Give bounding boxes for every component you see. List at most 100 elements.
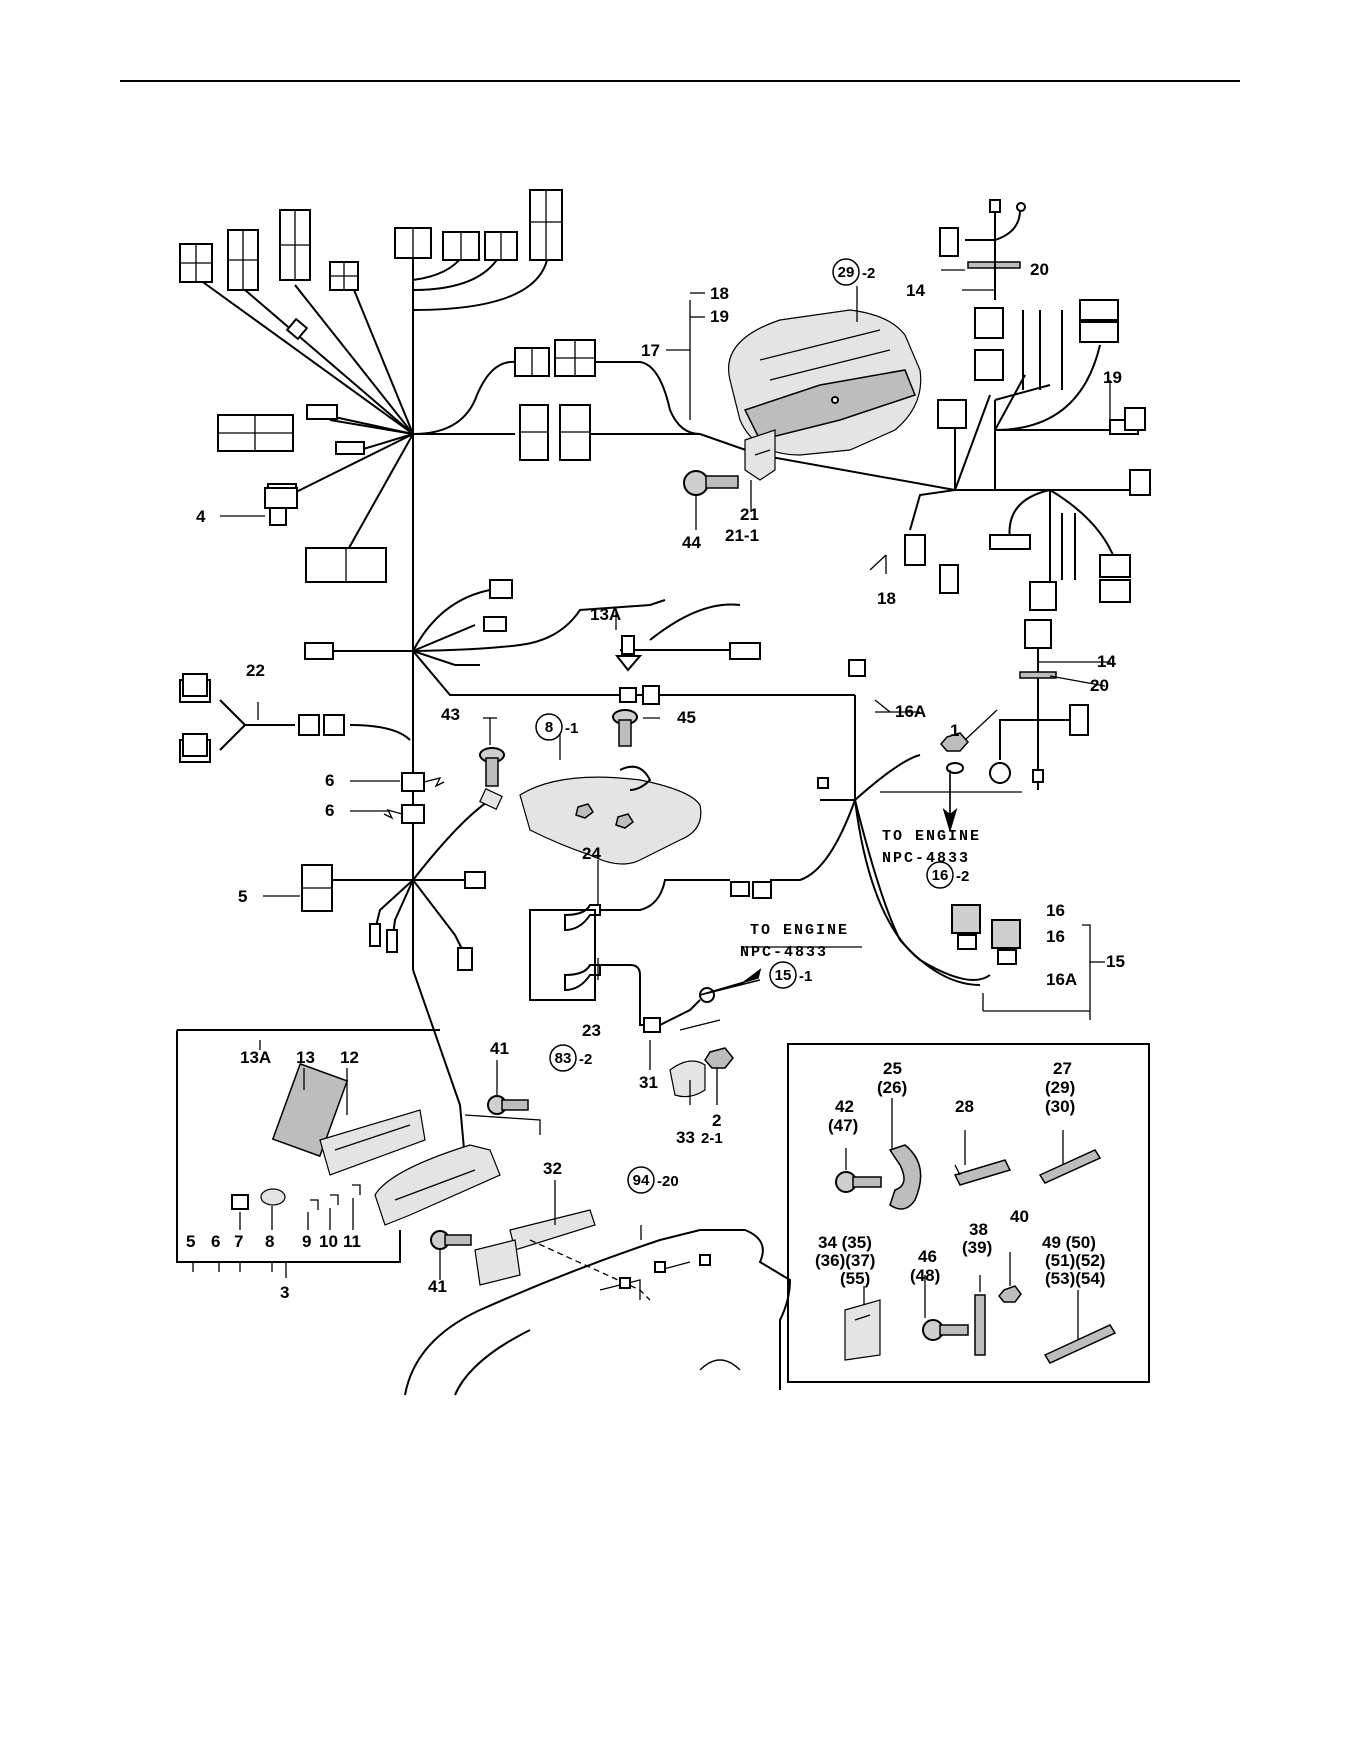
label-22: 22 — [246, 661, 265, 680]
label-43: 43 — [441, 705, 460, 724]
label-36: (36)(37) — [815, 1251, 875, 1270]
cap-33 — [669, 1060, 706, 1098]
clip-13A — [614, 635, 643, 672]
label-25: 25 — [883, 1059, 902, 1078]
label-17: 17 — [641, 341, 660, 360]
label-6-box: 6 — [211, 1232, 220, 1251]
label-4: 4 — [196, 507, 206, 526]
label-41-lower: 41 — [428, 1277, 447, 1296]
label-16A-top: 16A — [895, 702, 926, 721]
label-44: 44 — [682, 533, 701, 552]
bracket-8 — [519, 765, 702, 865]
connector-22 — [182, 673, 208, 757]
label-13A-top: 13A — [590, 605, 621, 624]
label-28: 28 — [955, 1097, 974, 1116]
label-32: 32 — [543, 1159, 562, 1178]
grommet-6-lower — [383, 804, 425, 824]
label-30: (30) — [1045, 1097, 1075, 1116]
engine-body — [404, 1229, 792, 1396]
label-6a: 6 — [325, 771, 334, 790]
ref-callout-16: 16 -2 — [926, 861, 969, 889]
label-24: 24 — [582, 844, 601, 863]
bolt-43 — [479, 747, 505, 810]
note-npc-1: NPC-4833 — [882, 850, 970, 867]
label-2-1: 2-1 — [701, 1130, 723, 1147]
bolt-41-lower — [430, 1230, 472, 1250]
connector-group-top-left — [179, 189, 563, 583]
leader-lines — [192, 269, 1111, 1340]
note-to-engine-1: TO ENGINE — [882, 828, 981, 845]
arrow-to-engine-2 — [699, 968, 762, 996]
label-6b: 6 — [325, 801, 334, 820]
label-42: 42 — [835, 1097, 854, 1116]
label-15: 15 — [1106, 952, 1125, 971]
note-npc-2: NPC-4833 — [740, 944, 828, 961]
label-3: 3 — [280, 1283, 289, 1302]
bolt-45 — [612, 709, 638, 747]
arrow-to-engine-1 — [942, 770, 958, 833]
label-5: 5 — [238, 887, 247, 906]
label-45: 45 — [677, 708, 696, 727]
ref-8-suffix: -1 — [565, 720, 578, 737]
label-16a: 16 — [1046, 901, 1065, 920]
label-13A-box: 13A — [240, 1048, 271, 1067]
ref-83-suffix: -2 — [579, 1051, 592, 1068]
label-33: 33 — [676, 1128, 695, 1147]
note-to-engine-2: TO ENGINE — [750, 922, 849, 939]
label-19-right: 19 — [1103, 368, 1122, 387]
ref-callout-29: 29 -2 — [832, 258, 875, 286]
ref-callout-8: 8 -1 — [535, 713, 578, 741]
ref-16-num: 16 — [932, 867, 949, 884]
label-49: 49 (50) — [1042, 1233, 1096, 1252]
label-29: (29) — [1045, 1078, 1075, 1097]
ref-callout-15: 15 -1 — [769, 961, 812, 989]
connector-5 — [301, 864, 333, 912]
ref-callout-94: 94 -20 — [627, 1166, 679, 1194]
label-18-mid: 18 — [877, 589, 896, 608]
label-18-top: 18 — [710, 284, 729, 303]
label-41-upper: 41 — [490, 1039, 509, 1058]
label-2: 2 — [712, 1111, 721, 1130]
bolt-41-upper — [487, 1095, 529, 1115]
ref-16-suffix: -2 — [956, 868, 969, 885]
label-34: 34 (35) — [818, 1233, 872, 1252]
ref-29-num: 29 — [838, 264, 855, 281]
label-48: (48) — [910, 1266, 940, 1285]
nut-1 — [940, 732, 970, 774]
label-7: 7 — [234, 1232, 243, 1251]
ref-29-suffix: -2 — [862, 265, 875, 282]
label-19-top: 19 — [710, 307, 729, 326]
label-14-top: 14 — [906, 281, 925, 300]
ref-15-suffix: -1 — [799, 968, 812, 985]
label-21-1: 21-1 — [725, 526, 759, 545]
hardware-detail-frame — [787, 1043, 1150, 1383]
label-9: 9 — [302, 1232, 311, 1251]
label-46: 46 — [918, 1247, 937, 1266]
label-31: 31 — [639, 1073, 658, 1092]
label-40: 40 — [1010, 1207, 1029, 1226]
label-20-bottom: 20 — [1090, 676, 1109, 695]
part-labels: 1 2 2-1 3 4 5 5 6 6 6 7 8 9 10 11 12 13 … — [186, 260, 1125, 1302]
fuse-box-lower — [374, 1114, 541, 1226]
label-16A-right: 16A — [1046, 970, 1077, 989]
relay-16-b — [991, 919, 1021, 965]
label-27: 27 — [1053, 1059, 1072, 1078]
ref-94-num: 94 — [633, 1172, 650, 1189]
bracket-21 — [744, 429, 776, 481]
label-20-top: 20 — [1030, 260, 1049, 279]
connector-4 — [264, 487, 298, 509]
label-11: 11 — [343, 1232, 361, 1251]
relay-plate — [529, 879, 730, 1033]
ref-callout-83: 83 -2 — [549, 1044, 592, 1072]
label-39: (39) — [962, 1238, 992, 1257]
control-unit-module — [728, 309, 922, 456]
grommet-6-upper — [401, 772, 445, 792]
label-8: 8 — [265, 1232, 274, 1251]
label-12: 12 — [340, 1048, 359, 1067]
label-13: 13 — [296, 1048, 315, 1067]
ref-15-num: 15 — [775, 967, 792, 984]
label-53: (53)(54) — [1045, 1269, 1105, 1288]
relay-16-a — [951, 904, 981, 950]
label-16b: 16 — [1046, 927, 1065, 946]
